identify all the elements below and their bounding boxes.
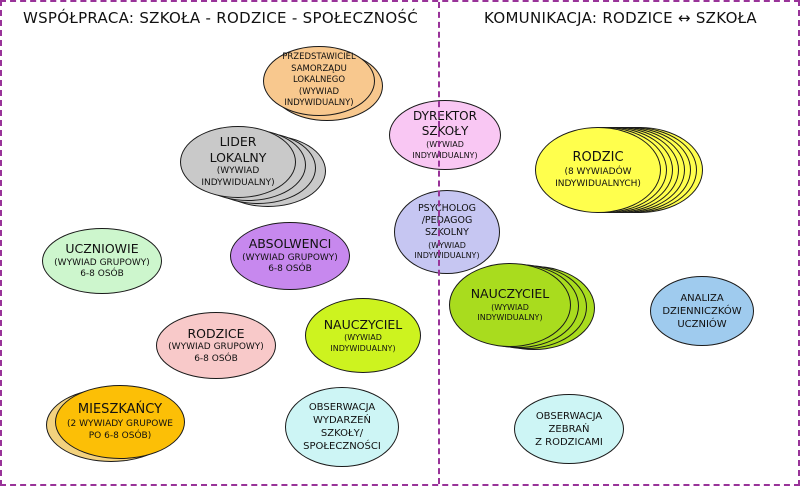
node-subtitle: (WYWIAD INDYWIDUALNY): [330, 333, 396, 353]
node-psycholog-pedagog: PSYCHOLOG /PEDAGOG SZKOLNY (WYWIAD INDYW…: [394, 190, 500, 274]
node-title: NAUCZYCIEL: [323, 316, 403, 332]
node-subtitle: (WYWIAD INDYWIDUALNY): [284, 86, 354, 109]
ellipse-obserwacja-wydarzen: OBSERWACJA WYDARZEŃ SZKOŁY/ SPOŁECZNOŚCI: [285, 387, 399, 467]
node-title: PRZEDSTAWICIEL SAMORZĄDU LOKALNEGO: [282, 52, 356, 86]
node-subtitle: (8 WYWIADÓW INDYWIDUALNYCH): [555, 166, 641, 189]
node-title: PSYCHOLOG /PEDAGOG SZKOLNY: [417, 202, 477, 239]
panel-title-komunikacja: KOMUNIKACJA: RODZICE ↔ SZKOŁA: [484, 9, 757, 27]
node-subtitle: (WYWIAD GRUPOWY) 6-8 OSÓB: [54, 257, 150, 280]
ellipse-psycholog-pedagog: PSYCHOLOG /PEDAGOG SZKOLNY (WYWIAD INDYW…: [394, 190, 500, 274]
node-title: OBSERWACJA WYDARZEŃ SZKOŁY/ SPOŁECZNOŚCI: [303, 402, 381, 452]
ellipse-nauczyciel-wspolpraca: NAUCZYCIEL (WYWIAD INDYWIDUALNY): [305, 298, 421, 373]
node-subtitle: (WYWIAD GRUPOWY) 6-8 OSÓB: [242, 252, 338, 275]
node-title: MIESZKAŃCY: [77, 401, 163, 417]
node-przedstawiciel-samorzadu: PRZEDSTAWICIEL SAMORZĄDU LOKALNEGO (WYWI…: [263, 46, 383, 121]
node-subtitle: (2 WYWIADY GRUPOWE PO 6-8 OSÓB): [67, 418, 173, 441]
ellipse-dyrektor-szkoly: DYREKTOR SZKOŁY (WYWIAD INDYWIDUALNY): [389, 100, 501, 170]
node-obserwacja-zebran: OBSERWACJA ZEBRAŃ Z RODZICAMI: [514, 394, 624, 464]
node-title: ANALIZA DZIENNICZKÓW UCZNIÓW: [662, 292, 742, 330]
ellipse-rodzic: RODZIC (8 WYWIADÓW INDYWIDUALNYCH): [535, 127, 661, 213]
node-title: UCZNIOWIE: [65, 241, 139, 256]
node-subtitle: (WYWIAD GRUPOWY) 6-8 OSÓB: [168, 342, 264, 364]
node-analiza-dzienniczkow: ANALIZA DZIENNICZKÓW UCZNIÓW: [650, 276, 754, 346]
node-rodzic: RODZIC (8 WYWIADÓW INDYWIDUALNYCH): [535, 127, 703, 213]
node-dyrektor-szkoly: DYREKTOR SZKOŁY (WYWIAD INDYWIDUALNY): [389, 100, 501, 170]
ellipse-absolwenci: ABSOLWENCI (WYWIAD GRUPOWY) 6-8 OSÓB: [230, 222, 350, 290]
node-title: RODZIC: [572, 149, 624, 165]
ellipse-obserwacja-zebran: OBSERWACJA ZEBRAŃ Z RODZICAMI: [514, 394, 624, 464]
node-rodzice: RODZICE (WYWIAD GRUPOWY) 6-8 OSÓB: [156, 312, 276, 379]
node-absolwenci: ABSOLWENCI (WYWIAD GRUPOWY) 6-8 OSÓB: [230, 222, 350, 290]
panel-title-wspolpraca: WSPÓŁPRACA: SZKOŁA - RODZICE - SPOŁECZNO…: [22, 9, 419, 27]
node-mieszkancy: MIESZKAŃCY (2 WYWIADY GRUPOWE PO 6-8 OSÓ…: [46, 385, 185, 462]
node-obserwacja-wydarzen: OBSERWACJA WYDARZEŃ SZKOŁY/ SPOŁECZNOŚCI: [285, 387, 399, 467]
ellipse-analiza-dzienniczkow: ANALIZA DZIENNICZKÓW UCZNIÓW: [650, 276, 754, 346]
ellipse-lider-lokalny: LIDER LOKALNY (WYWIAD INDYWIDUALNY): [180, 126, 296, 198]
node-subtitle: (WYWIAD INDYWIDUALNY): [477, 302, 543, 323]
node-subtitle: (WYWIAD INDYWIDUALNY): [201, 166, 275, 189]
node-subtitle: (WYWIAD INDYWIDUALNY): [412, 140, 478, 160]
node-title: DYREKTOR SZKOŁY: [413, 109, 477, 139]
node-nauczyciel-komunikacja: NAUCZYCIEL (WYWIAD INDYWIDUALNY): [449, 263, 595, 350]
ellipse-rodzice: RODZICE (WYWIAD GRUPOWY) 6-8 OSÓB: [156, 312, 276, 379]
node-nauczyciel-wspolpraca: NAUCZYCIEL (WYWIAD INDYWIDUALNY): [305, 298, 421, 373]
node-title: ABSOLWENCI: [248, 236, 332, 251]
node-title: NAUCZYCIEL: [470, 286, 550, 302]
ellipse-uczniowie: UCZNIOWIE (WYWIAD GRUPOWY) 6-8 OSÓB: [42, 228, 162, 294]
ellipse-nauczyciel-komunikacja: NAUCZYCIEL (WYWIAD INDYWIDUALNY): [449, 263, 571, 347]
node-title: LIDER LOKALNY: [209, 134, 267, 165]
node-subtitle: (WYWIAD INDYWIDUALNY): [414, 240, 480, 261]
ellipse-przedstawiciel-samorzadu: PRZEDSTAWICIEL SAMORZĄDU LOKALNEGO (WYWI…: [263, 46, 375, 116]
node-title: RODZICE: [187, 325, 245, 341]
node-title: OBSERWACJA ZEBRAŃ Z RODZICAMI: [535, 410, 603, 448]
node-uczniowie: UCZNIOWIE (WYWIAD GRUPOWY) 6-8 OSÓB: [42, 228, 162, 294]
ellipse-mieszkancy: MIESZKAŃCY (2 WYWIADY GRUPOWE PO 6-8 OSÓ…: [55, 385, 185, 459]
node-lider-lokalny: LIDER LOKALNY (WYWIAD INDYWIDUALNY): [180, 126, 326, 207]
